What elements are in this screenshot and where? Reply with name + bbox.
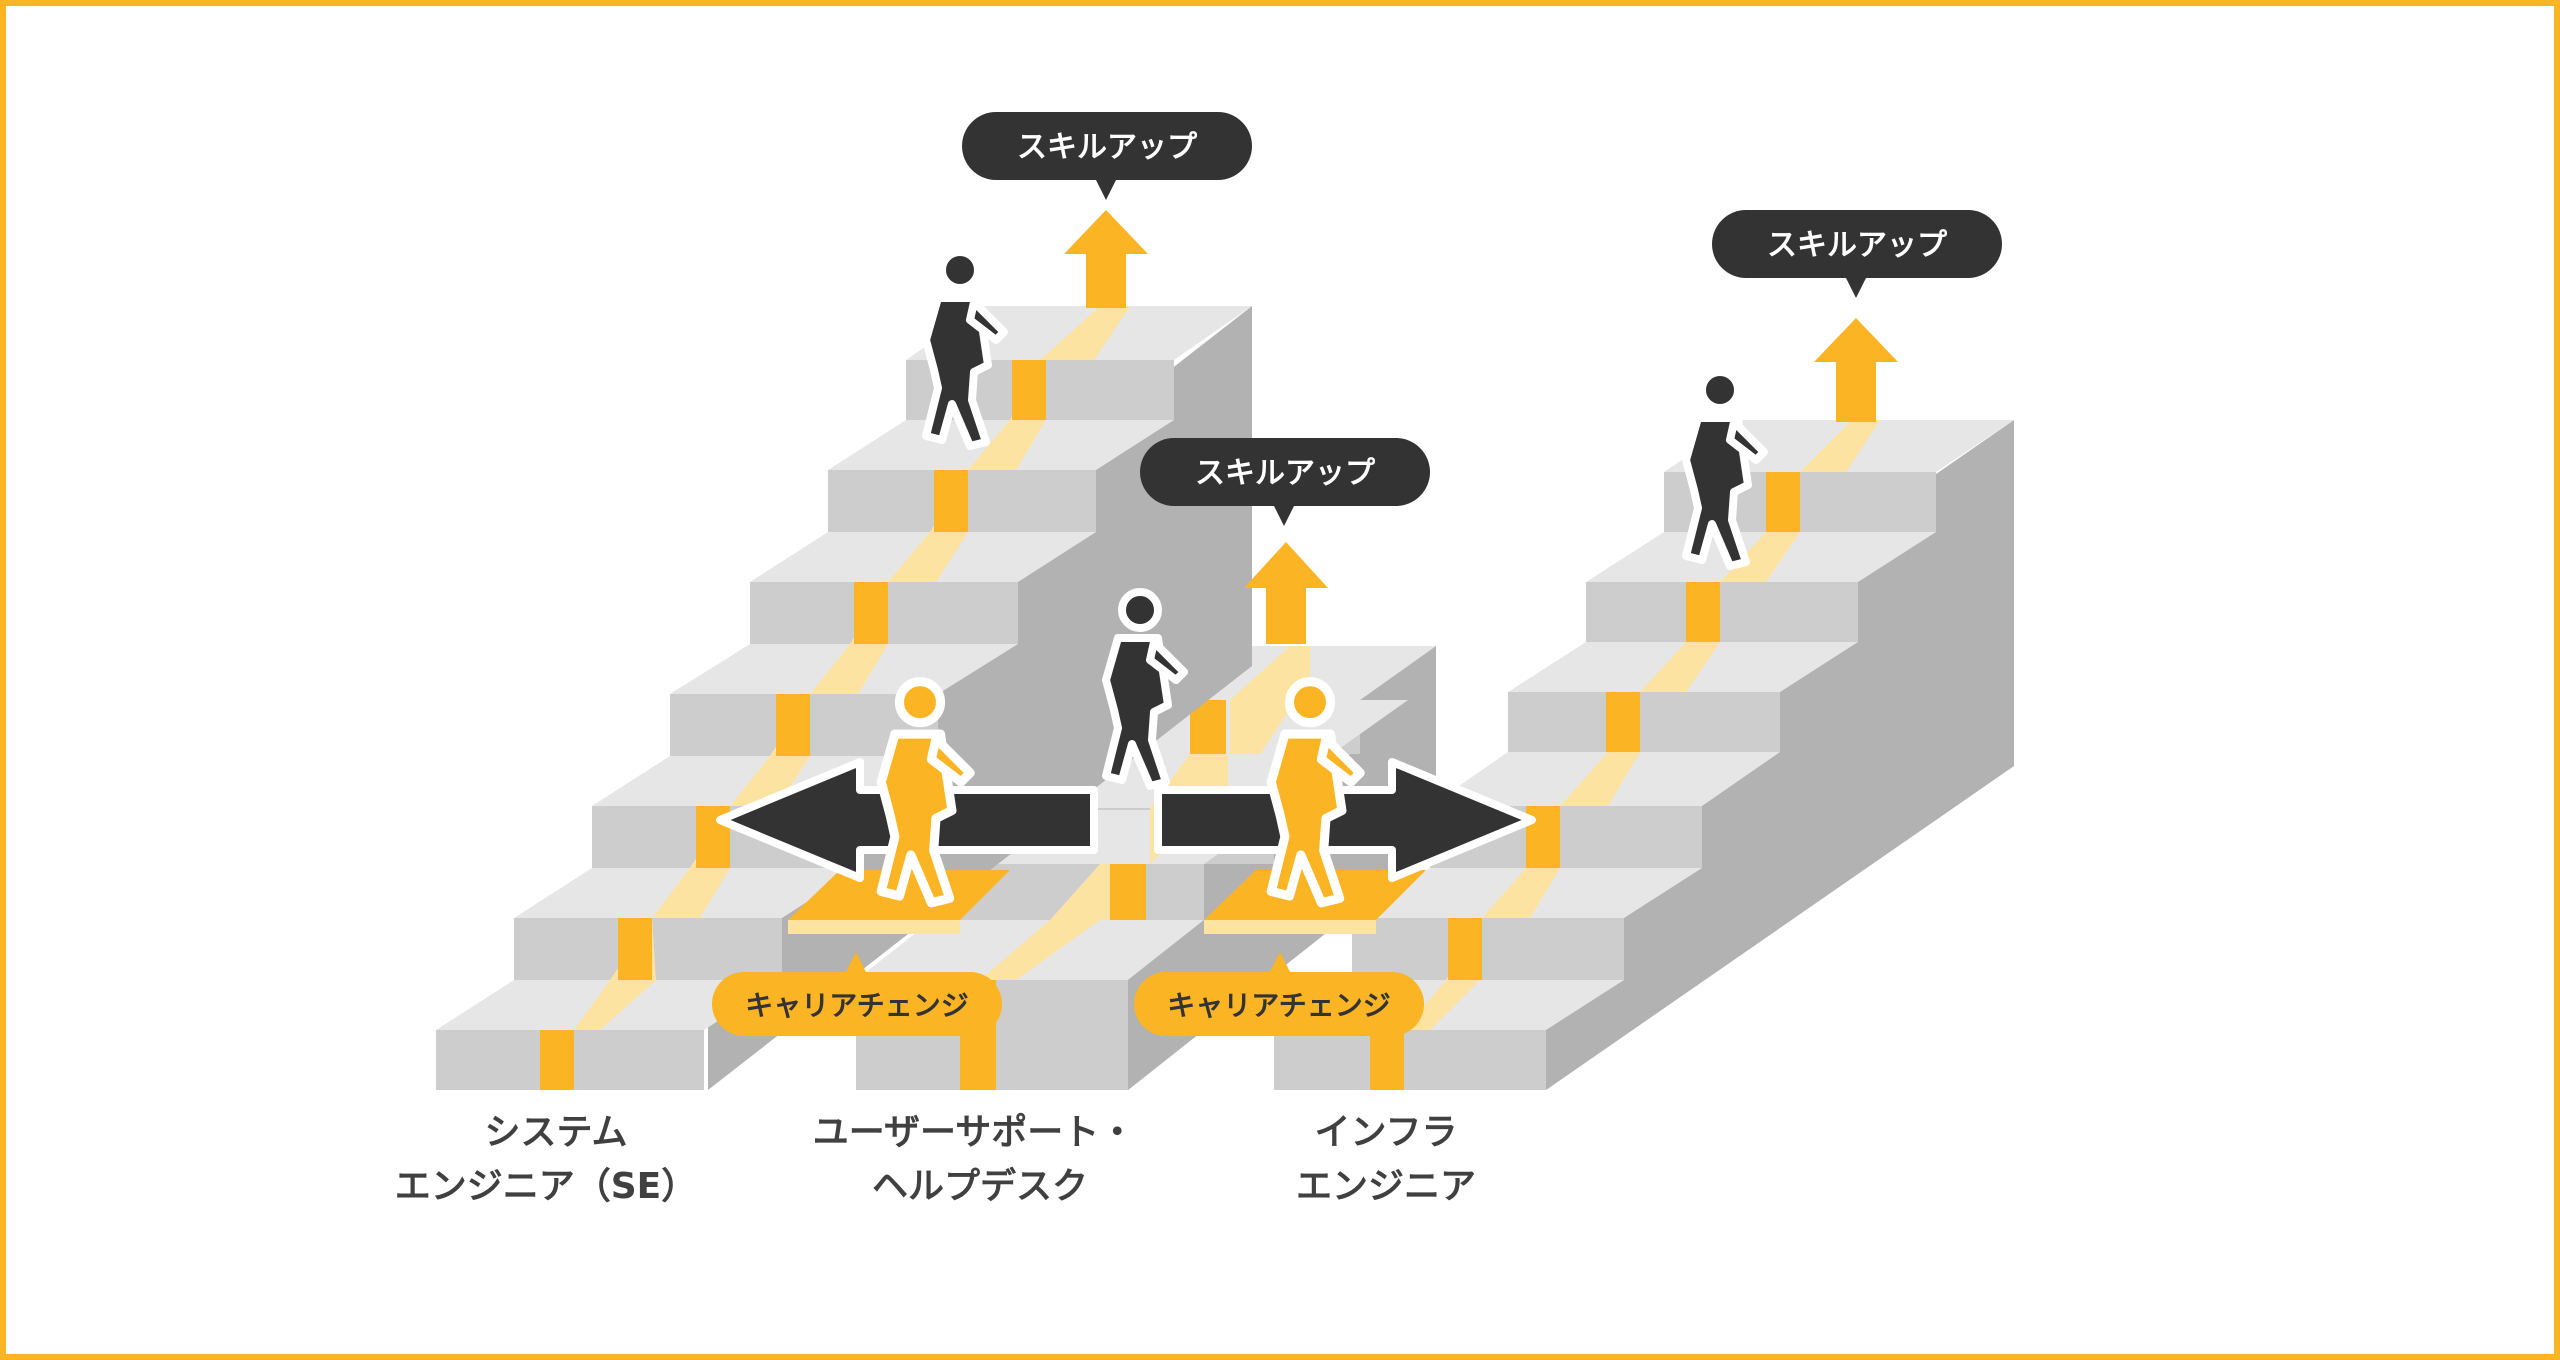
skill-up-label: スキルアップ <box>1017 130 1198 165</box>
arrow-up-icon <box>1244 542 1328 644</box>
career-change-label: キャリアチェンジ <box>745 989 968 1022</box>
job-label-infra: インフラ エンジニア <box>1296 1112 1476 1207</box>
skill-up-bubble-right: スキルアップ <box>1712 210 2002 298</box>
skill-up-bubble-middle: スキルアップ <box>1140 438 1430 526</box>
career-change-label: キャリアチェンジ <box>1167 989 1390 1022</box>
job-label-se-line1: システム <box>485 1112 628 1153</box>
arrow-up-icon <box>1814 318 1898 422</box>
skill-up-label: スキルアップ <box>1195 456 1376 491</box>
job-label-infra-line2: エンジニア <box>1296 1166 1476 1207</box>
stairs-infra-side <box>1546 420 2014 1090</box>
job-label-support: ユーザーサポート・ ヘルプデスク <box>813 1111 1136 1207</box>
job-label-support-line2: ヘルプデスク <box>872 1165 1088 1207</box>
arrow-right-icon <box>1154 758 1536 882</box>
skill-up-bubble-left: スキルアップ <box>962 112 1252 200</box>
skill-up-label: スキルアップ <box>1767 228 1948 263</box>
career-change-bubble-left: キャリアチェンジ <box>712 952 1002 1036</box>
job-label-support-line1: ユーザーサポート・ <box>813 1111 1136 1153</box>
arrow-up-icon <box>1064 210 1148 308</box>
job-label-se: システム エンジニア（SE） <box>395 1112 698 1207</box>
job-label-se-line2: エンジニア（SE） <box>395 1166 698 1207</box>
job-label-infra-line1: インフラ <box>1315 1112 1458 1153</box>
career-change-bubble-right: キャリアチェンジ <box>1134 952 1424 1036</box>
stairs-infra <box>1274 420 2014 1090</box>
